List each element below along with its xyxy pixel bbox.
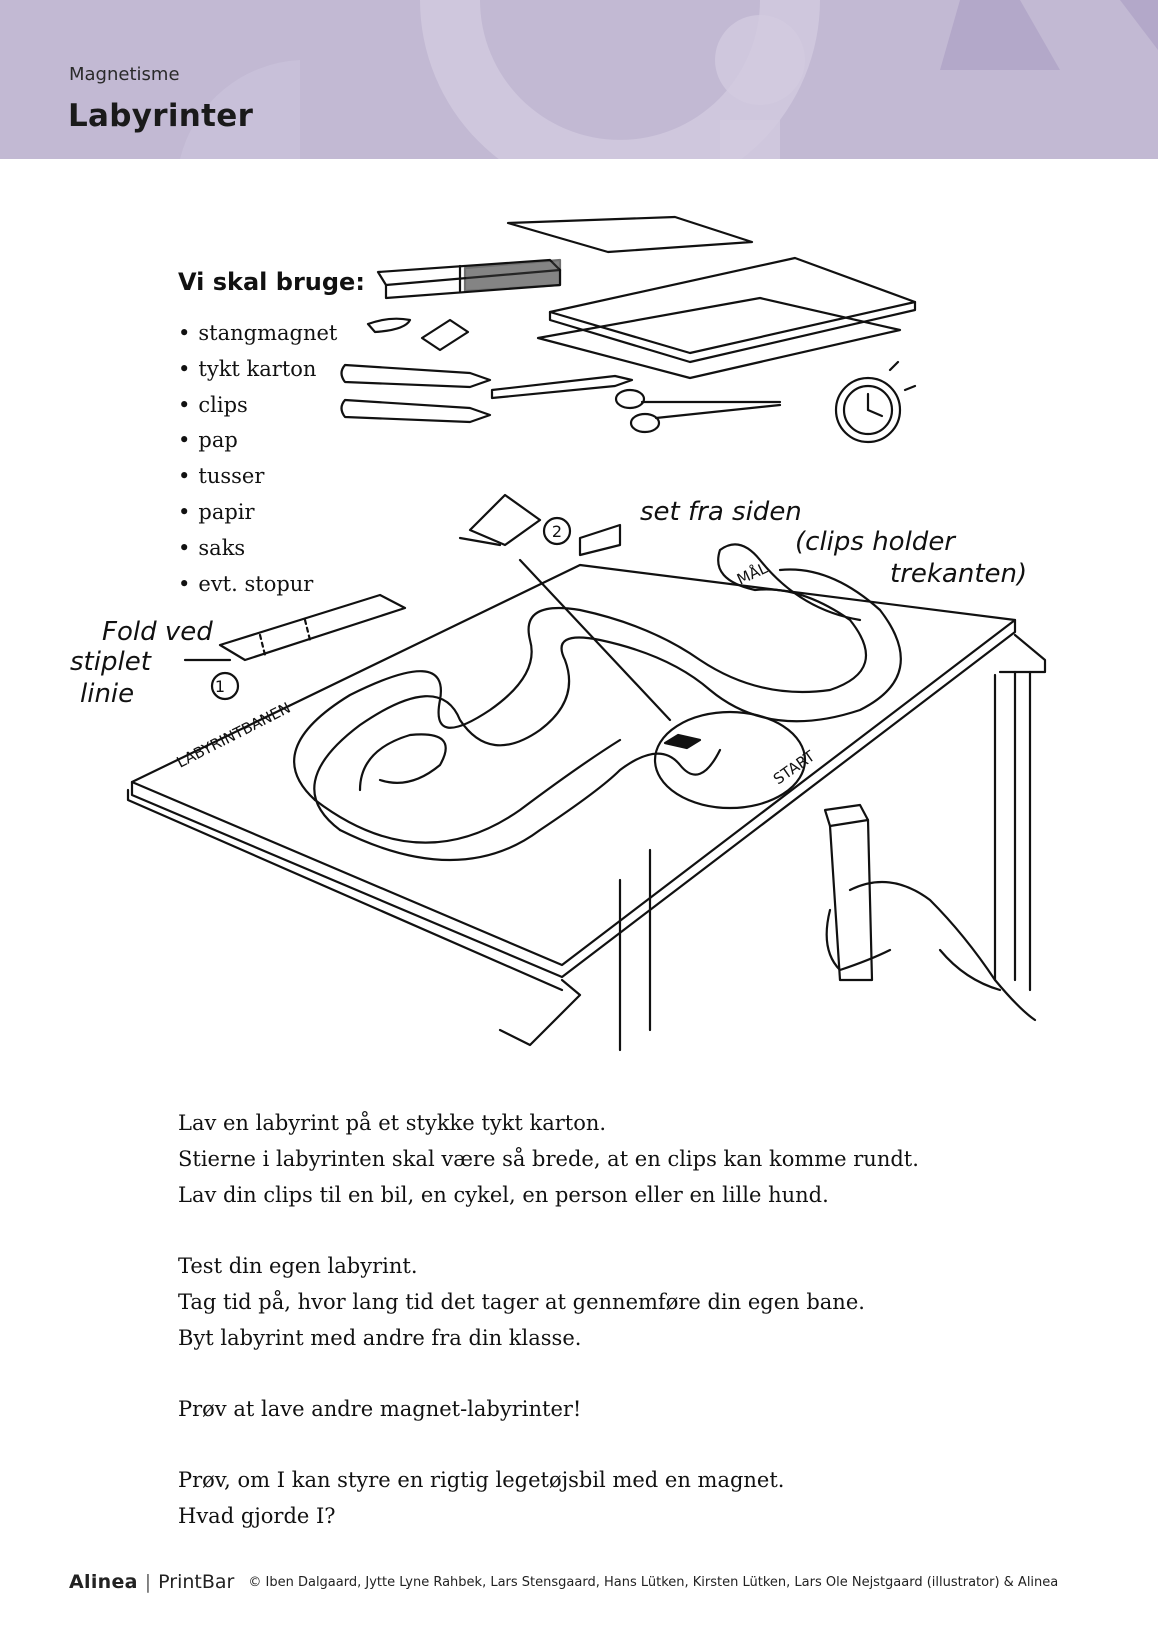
bar-magnet xyxy=(376,258,562,300)
material-item: stangmagnet xyxy=(178,318,337,354)
note-side-line1: set fra siden xyxy=(640,497,802,527)
instruction-line: Tag tid på, hvor lang tid det tager at g… xyxy=(178,1290,865,1314)
material-item: evt. stopur xyxy=(178,569,337,605)
note-fold-line1: Fold ved xyxy=(102,617,213,647)
note-fold-line2: stiplet xyxy=(70,647,152,677)
header-banner: Magnetisme Labyrinter xyxy=(0,0,1158,159)
clip-piece xyxy=(420,318,470,352)
step-2-circle xyxy=(542,516,572,546)
note-fold-line3: linie xyxy=(80,679,134,709)
material-item: clips xyxy=(178,390,337,426)
step-1-circle xyxy=(210,671,240,701)
cardboard-stack xyxy=(536,256,917,380)
maze-board xyxy=(126,493,1047,1052)
instructions-text: Lav en labyrint på et stykke tykt karton… xyxy=(178,1105,1078,1534)
page-title: Labyrinter xyxy=(68,98,254,134)
material-item: pap xyxy=(178,425,337,461)
instruction-line: Hvad gjorde I? xyxy=(178,1504,336,1528)
subject-label: Magnetisme xyxy=(69,64,180,85)
footer: Alinea | PrintBar © Iben Dalgaard, Jytte… xyxy=(69,1567,1058,1597)
product-name: PrintBar xyxy=(158,1571,235,1593)
header-decoration xyxy=(180,0,1158,159)
instruction-line: Lav en labyrint på et stykke tykt karton… xyxy=(178,1111,607,1135)
instruction-line: Prøv at lave andre magnet-labyrinter! xyxy=(178,1397,582,1421)
step-2-label: 2 xyxy=(552,522,562,541)
material-item: tusser xyxy=(178,461,337,497)
materials-list: stangmagnet tykt karton clips pap tusser… xyxy=(178,318,337,604)
step-1-label: 1 xyxy=(215,677,225,696)
instruction-line: Byt labyrint med andre fra din klasse. xyxy=(178,1326,582,1350)
instruction-line: Prøv, om I kan styre en rigtig legetøjsb… xyxy=(178,1468,785,1492)
paper-sheet xyxy=(506,215,754,254)
instruction-line: Stierne i labyrinten skal være så brede,… xyxy=(178,1147,919,1171)
material-item: papir xyxy=(178,497,337,533)
stopwatch xyxy=(834,360,917,444)
material-item: tykt karton xyxy=(178,354,337,390)
goal-label: MÅL xyxy=(734,558,771,589)
note-side-line2: (clips holder xyxy=(795,527,957,557)
materials-heading: Vi skal bruge: xyxy=(178,268,365,296)
maze-illustration: Fold ved stiplet linie 1 2 set fra siden… xyxy=(70,215,1047,1052)
maze-label: LABYRINTBANEN xyxy=(174,699,294,772)
note-side-line3: trekanten) xyxy=(890,559,1027,589)
start-label: START xyxy=(770,747,819,789)
brand-logo: Alinea xyxy=(69,1571,138,1593)
markers xyxy=(340,363,634,424)
scissors xyxy=(614,388,782,434)
material-item: saks xyxy=(178,533,337,569)
footer-separator: | xyxy=(144,1571,152,1593)
clip-small xyxy=(366,317,412,334)
instruction-line: Lav din clips til en bil, en cykel, en p… xyxy=(178,1183,829,1207)
copyright-credits: © Iben Dalgaard, Jytte Lyne Rahbek, Lars… xyxy=(248,1574,1059,1590)
instruction-line: Test din egen labyrint. xyxy=(178,1254,418,1278)
hand-with-magnet xyxy=(823,803,1037,1022)
